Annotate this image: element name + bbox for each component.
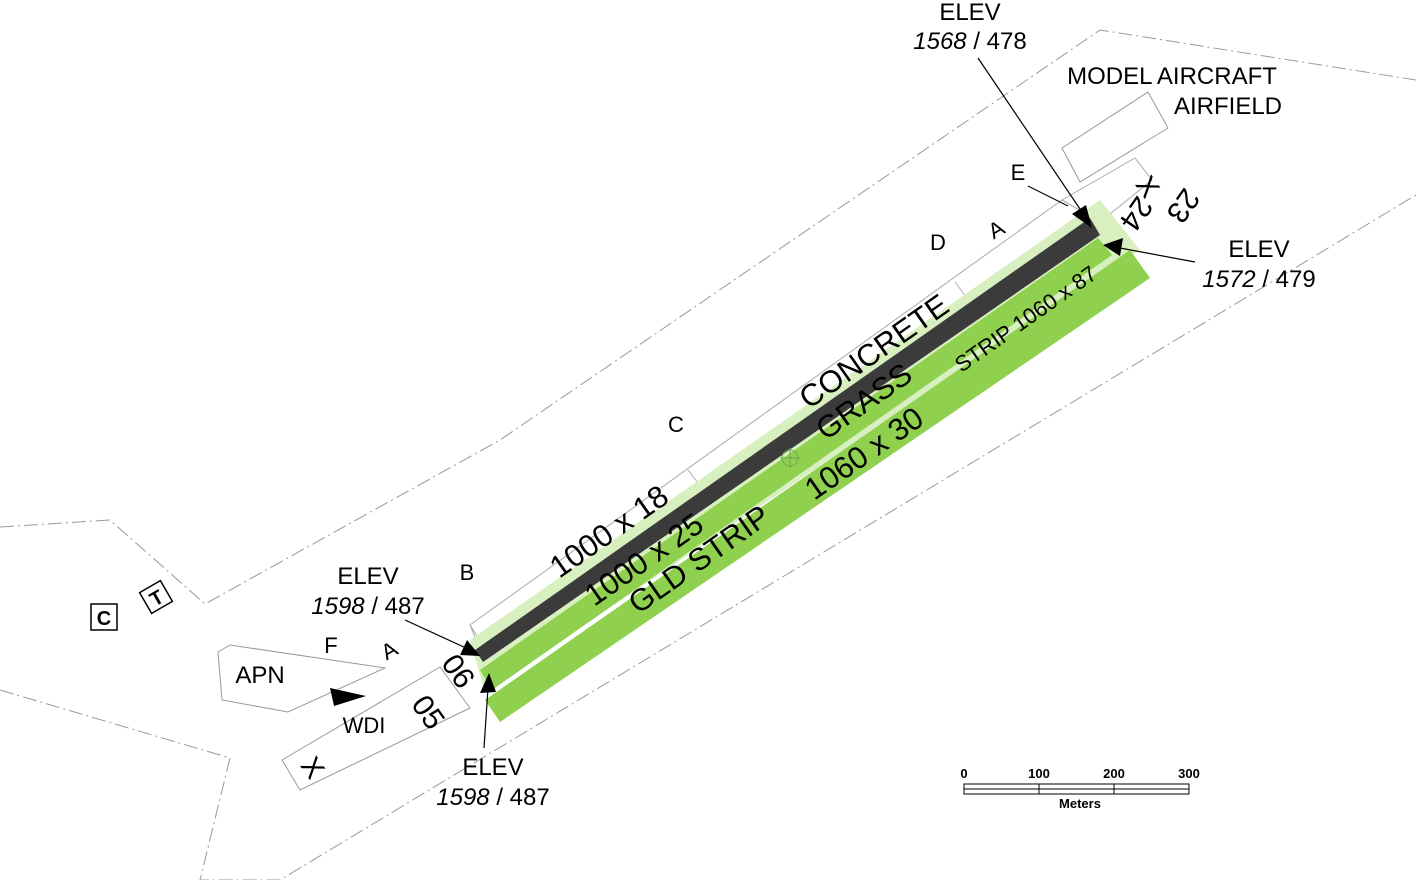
airport-boundary-north — [0, 29, 1416, 605]
taxiway-a-south-label: A — [377, 636, 402, 665]
elev-sw-top-leader — [404, 619, 467, 649]
elev-sw-top-value: 1598 / 487 — [311, 593, 424, 620]
taxiway-e-label: E — [1011, 160, 1026, 185]
elev-sw-top-label: ELEV — [337, 563, 398, 590]
elev-ne-right-arrow-icon — [1103, 238, 1123, 256]
scale-tick-100: 100 — [1028, 766, 1050, 781]
elev-sw-bottom-arrow-icon — [480, 673, 496, 693]
elev-ne-top-value: 1568 / 478 — [913, 28, 1026, 55]
wind-indicator-icon — [330, 688, 366, 706]
elev-sw-bottom-label: ELEV — [462, 754, 523, 781]
model-airfield-label-1: MODEL AIRCRAFT — [1067, 63, 1277, 90]
scale-bar — [963, 783, 1190, 795]
scale-tick-300: 300 — [1178, 766, 1200, 781]
taxiway-a-north-label: A — [984, 215, 1009, 244]
runway-06-24 — [475, 218, 1100, 662]
glider-strip — [485, 250, 1150, 722]
elev-sw-top-arrow-icon — [460, 640, 480, 656]
model-airfield-area — [1061, 91, 1169, 183]
tower-symbol-icon: T — [138, 579, 174, 615]
elev-ne-right-label: ELEV — [1228, 236, 1289, 263]
apron-label: APN — [235, 662, 284, 689]
elev-ne-top-leader — [977, 57, 1083, 213]
scale-unit-label: Meters — [1059, 796, 1101, 811]
elev-ne-top-label: ELEV — [939, 0, 1000, 26]
closed-taxiway — [281, 666, 471, 791]
taxiway-f-label: F — [324, 633, 337, 658]
elev-sw-bottom-leader — [483, 687, 489, 749]
model-airfield-label-2: AIRFIELD — [1174, 93, 1282, 120]
elev-sw-bottom-value: 1598 / 487 — [436, 784, 549, 811]
wind-indicator-label: WDI — [343, 713, 386, 738]
comm-symbol-icon: C — [97, 608, 111, 630]
runway-end-23: 23 — [1160, 182, 1206, 228]
taxiway-d-label: D — [930, 230, 946, 255]
taxiway-e-leader — [1027, 185, 1069, 207]
elev-ne-top-arrow-icon — [1072, 205, 1092, 228]
scale-tick-0: 0 — [960, 766, 967, 781]
comm-symbol-box — [90, 603, 118, 631]
scale-tick-200: 200 — [1103, 766, 1125, 781]
taxiway-c-label: C — [668, 412, 684, 437]
elev-ne-right-leader — [1119, 247, 1196, 263]
elev-ne-right-value: 1572 / 479 — [1202, 266, 1315, 293]
taxiway-b-label: B — [460, 560, 475, 585]
